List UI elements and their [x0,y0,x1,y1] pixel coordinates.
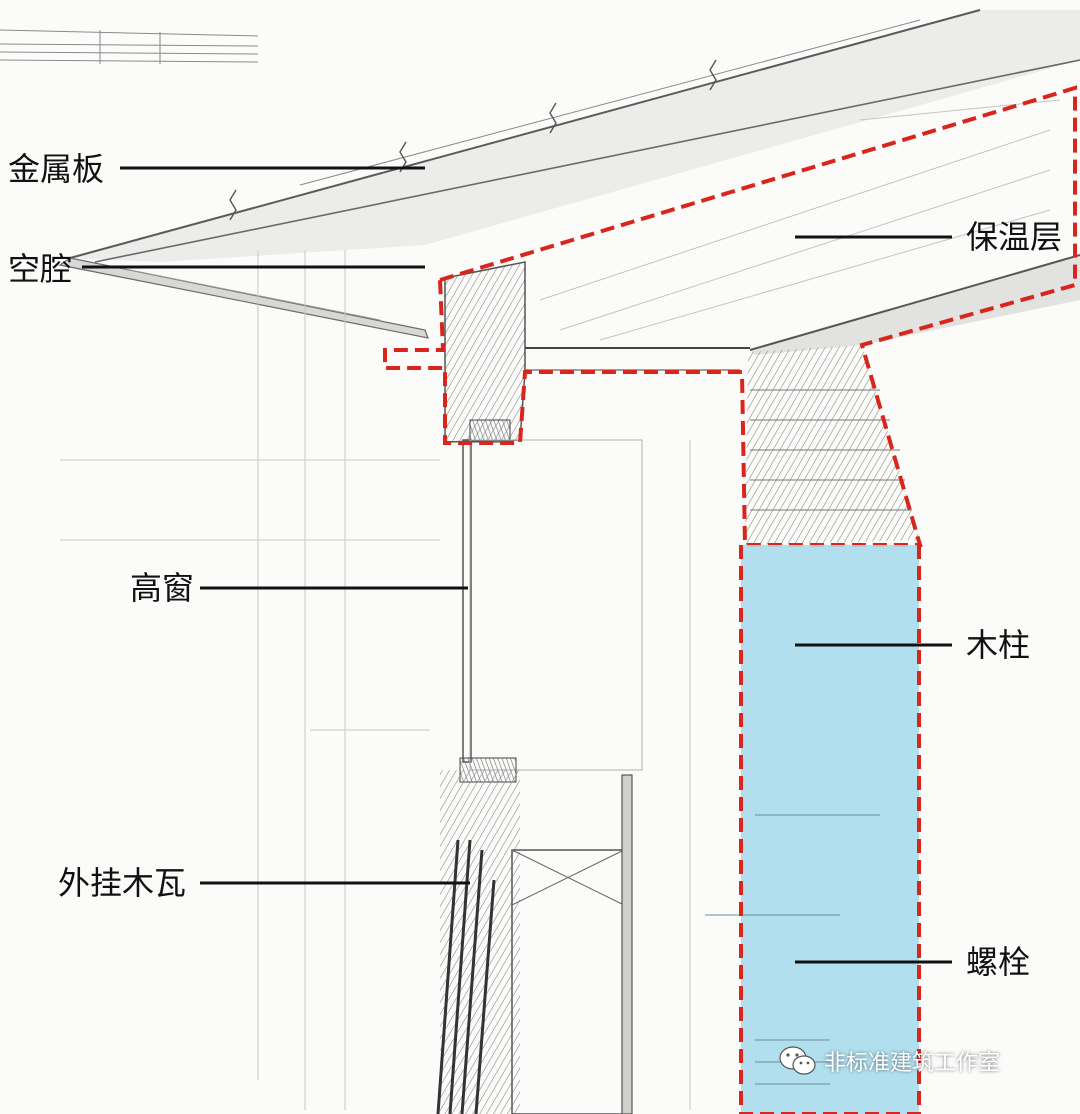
roof-metal-sheet-sketch [69,9,1080,263]
label-timber-column: 木柱 [966,626,1031,664]
insulation-outline [383,85,1077,547]
label-air-cavity: 空腔 [8,250,73,288]
lower-wall-sketch [436,770,633,1114]
wechat-icon [779,1046,816,1075]
clerestory-window-sketch [459,439,643,783]
label-bolt: 螺栓 [966,943,1031,981]
eave-sketch [58,257,429,339]
label-hung-wood-shingle: 外挂木瓦 [58,864,187,902]
construction-lines [60,250,691,1110]
column-cap-block [745,345,920,545]
label-clerestory-window: 高窗 [130,569,195,607]
timber-column [741,545,919,1114]
timber-column-outline [739,545,921,1114]
label-metal-sheet: 金属板 [8,150,105,188]
leader-lines [82,166,952,964]
ceiling-slab-sketch [749,254,1080,355]
title-block-sketch [0,29,259,64]
watermark: 非标准建筑工作室 [778,1044,1000,1078]
insulation-layer-sketch [539,99,1061,341]
label-insulation: 保温层 [966,218,1063,256]
window-head-beam [444,261,750,443]
watermark-text: 非标准建筑工作室 [824,1051,1001,1076]
